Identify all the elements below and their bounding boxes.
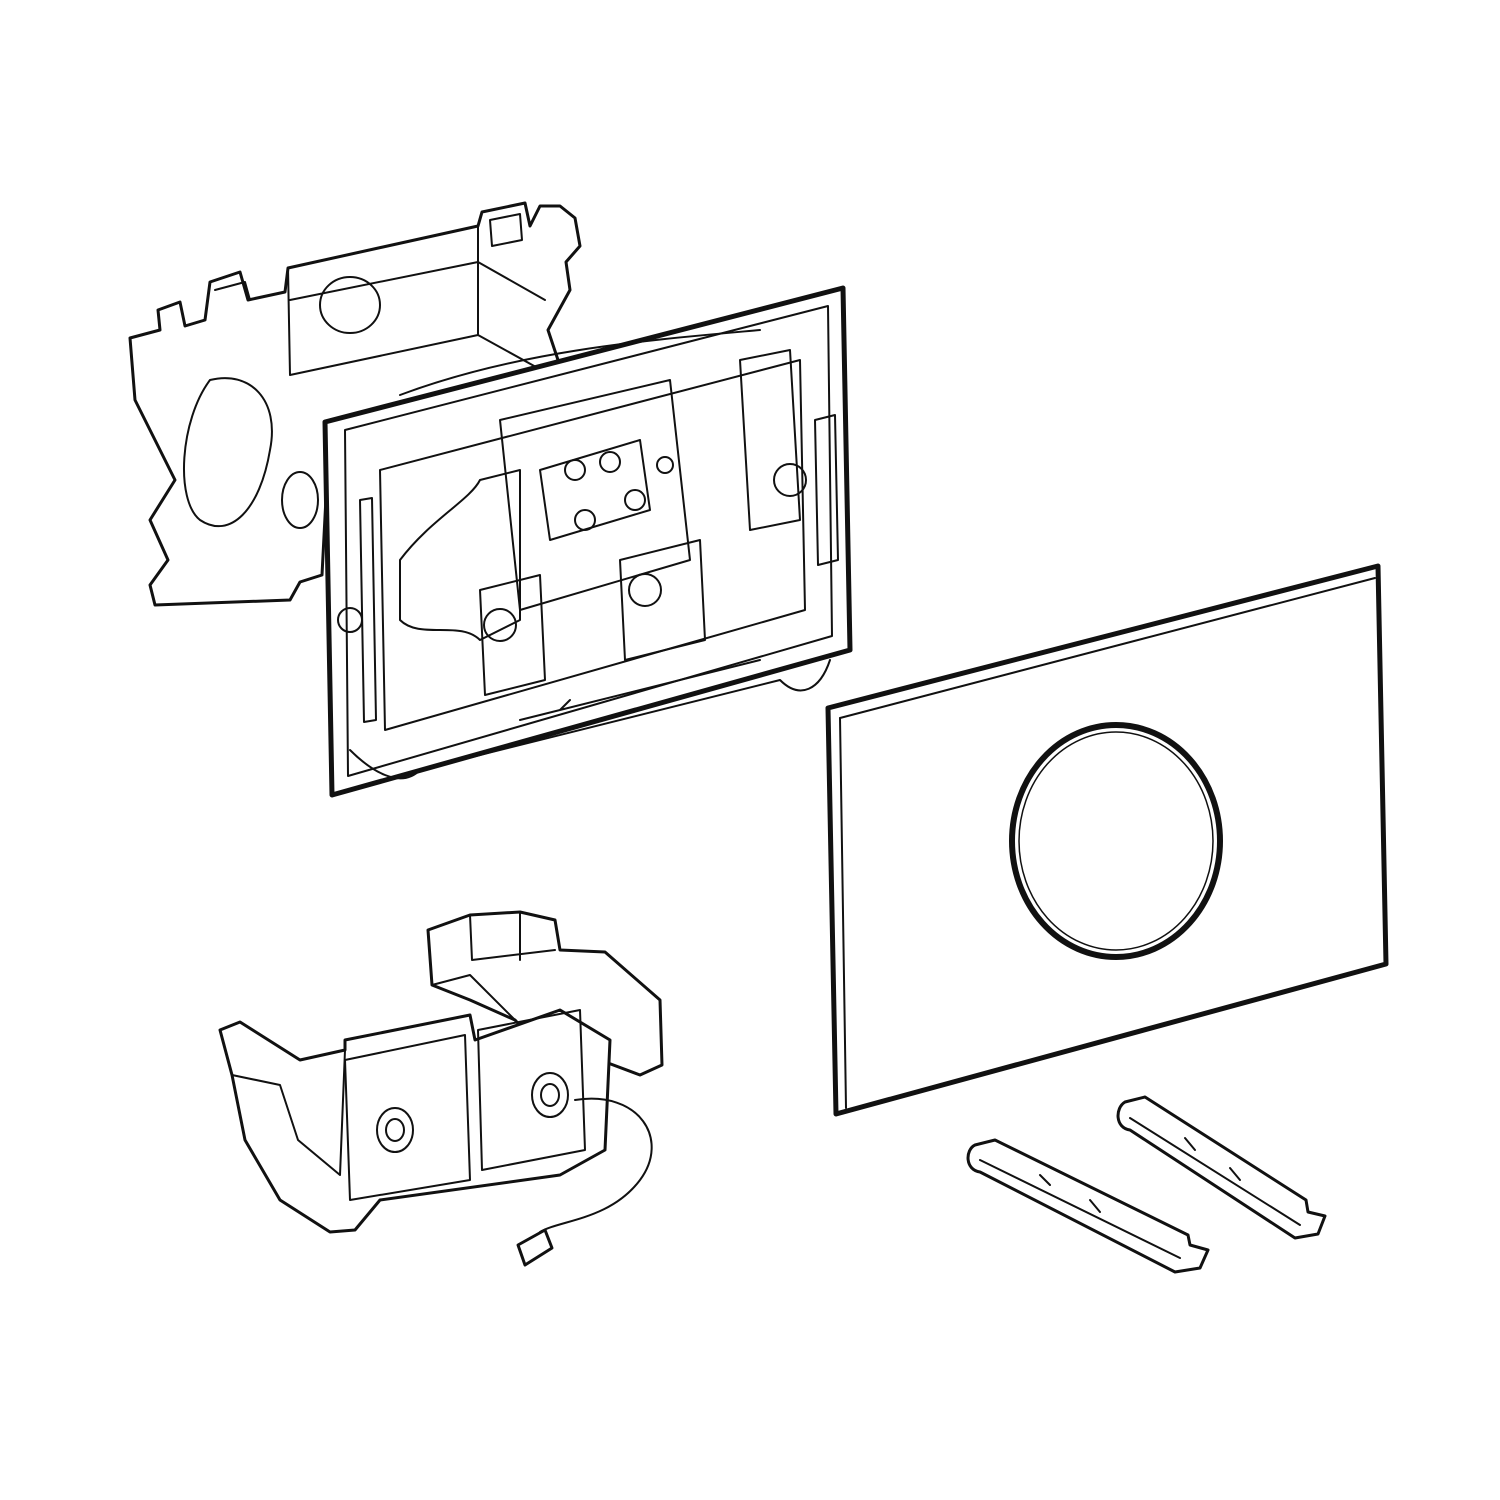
- cover-plate: [825, 563, 1389, 1117]
- flush-ring-icon: [1009, 722, 1223, 960]
- front-mounting-frame: [322, 285, 853, 798]
- electronic-control-module: [218, 910, 664, 1267]
- mounting-rod-right: [1116, 1095, 1327, 1240]
- mounting-rod-left: [966, 1138, 1210, 1274]
- back-mounting-bracket: [128, 201, 582, 607]
